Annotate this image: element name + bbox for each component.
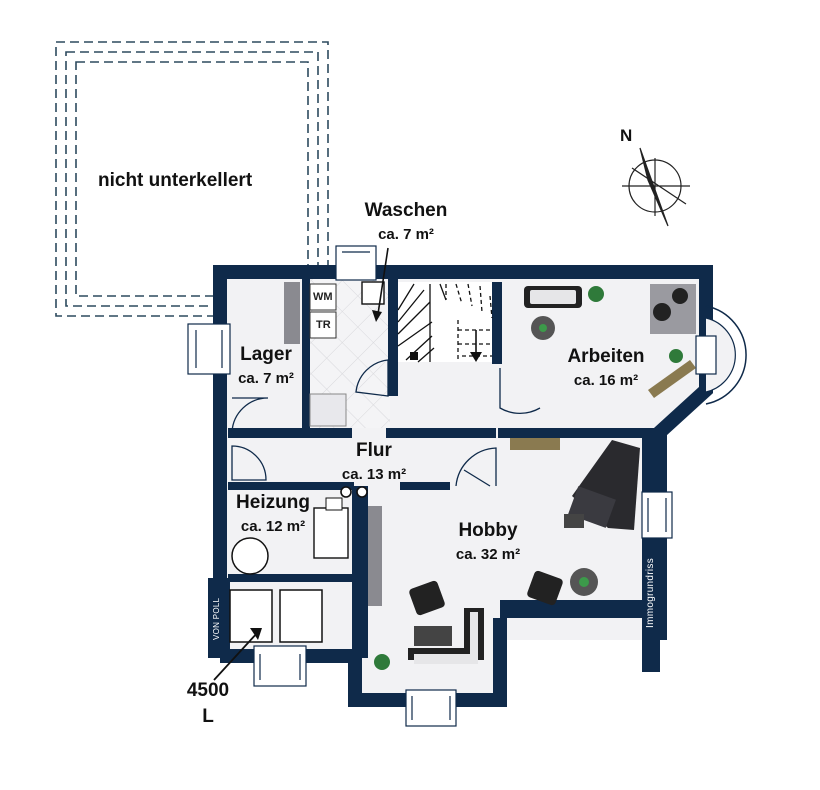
- tv-console: [368, 506, 382, 606]
- room-name-arbeiten: Arbeiten: [567, 346, 645, 367]
- tank-volume: 4500: [186, 680, 230, 701]
- interior-walls: [228, 276, 660, 658]
- arbeiten-furniture: [524, 284, 696, 398]
- waschen-arrow: [377, 247, 389, 315]
- compass-north-label: N: [620, 126, 633, 145]
- piano: [564, 440, 640, 530]
- room-area-flur: ca. 13 m²: [341, 466, 407, 483]
- storage-shelf: [284, 282, 300, 344]
- plant-icons: [374, 286, 683, 670]
- tank-arrow-head: [250, 628, 262, 640]
- dryer-label: TR: [316, 319, 331, 331]
- washer-label: WM: [313, 291, 333, 303]
- oil-tank-1: [229, 589, 273, 643]
- pipe-b: [356, 486, 368, 498]
- tank-unit: L: [202, 706, 214, 727]
- boiler: [313, 507, 349, 559]
- logo-wall-strip: [208, 578, 230, 658]
- room-area-lager: ca. 7 m²: [238, 370, 294, 387]
- room-name-heizung: Heizung: [236, 492, 310, 513]
- shower-tray: [309, 393, 347, 427]
- watermark-text: Immogrundriss: [645, 557, 656, 628]
- room-area-arbeiten: ca. 16 m²: [573, 372, 639, 389]
- room-area-hobby: ca. 32 m²: [455, 546, 521, 563]
- east-wall-strip: [642, 432, 660, 672]
- washing-machine: [309, 283, 337, 311]
- room-name-hobby: Hobby: [458, 520, 518, 541]
- dryer: [309, 311, 337, 339]
- room-name-lager: Lager: [240, 344, 292, 365]
- not-basement-label: nicht unterkellert: [98, 170, 253, 191]
- doors: [231, 359, 541, 487]
- room-area-waschen: ca. 7 m²: [378, 226, 434, 243]
- stair-rail: [410, 352, 418, 360]
- round-tank: [231, 537, 269, 575]
- room-name-flur: Flur: [356, 440, 392, 461]
- hobby-seating: [408, 568, 598, 664]
- bay-window: [695, 305, 747, 405]
- tank-arrow: [213, 631, 259, 681]
- room-area-heizung: ca. 12 m²: [240, 518, 306, 535]
- windows: [187, 245, 673, 727]
- oil-tank-2: [279, 589, 323, 643]
- boiler-top: [325, 497, 343, 511]
- stairs: [397, 282, 493, 363]
- logo-text: VON POLL: [212, 597, 221, 640]
- room-name-waschen: Waschen: [364, 200, 448, 221]
- waschen-arrow-head: [372, 310, 382, 322]
- compass-icon: [622, 147, 690, 227]
- pipe-a: [340, 486, 352, 498]
- sideboard: [510, 438, 560, 450]
- laundry-sink: [361, 281, 385, 305]
- non-basement-outline: [55, 41, 329, 317]
- stairs-arrow-down: [470, 352, 482, 362]
